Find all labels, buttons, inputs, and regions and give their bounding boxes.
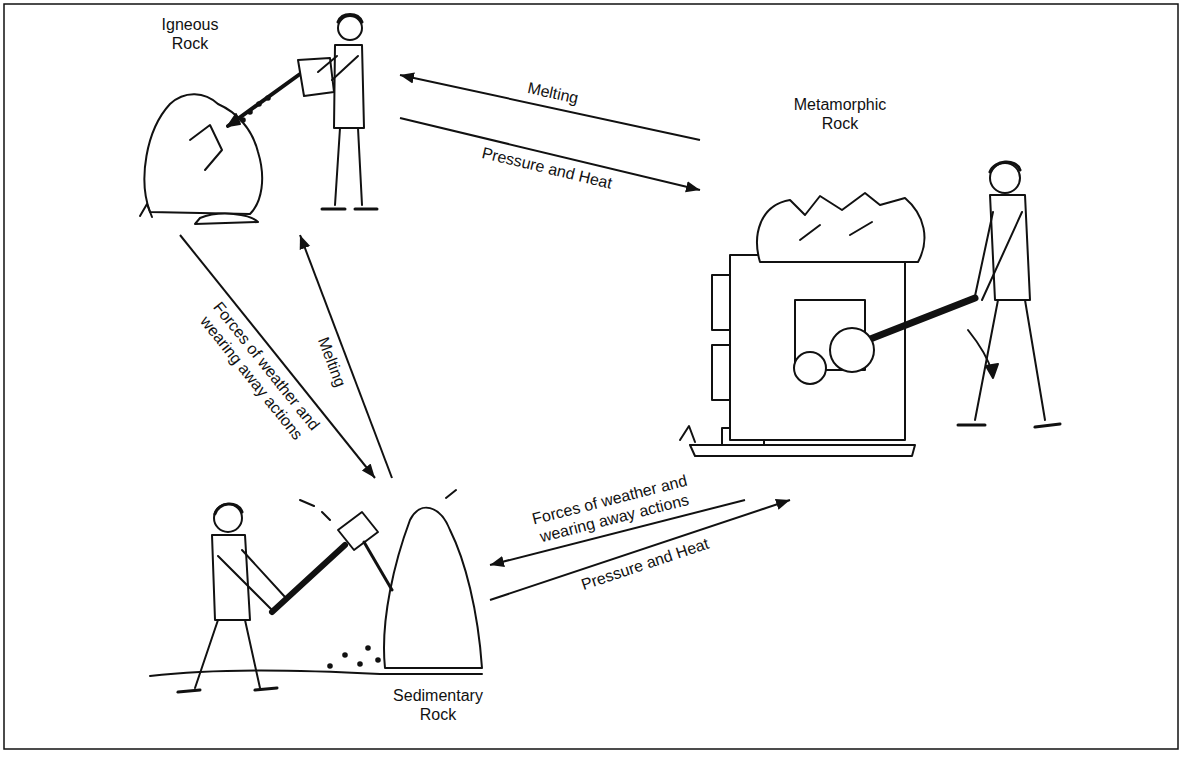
person-leg: [245, 620, 260, 688]
dust: [366, 646, 370, 650]
rock-stage: Sedimentary Rock: [150, 478, 490, 725]
process-arrow: [300, 235, 392, 478]
rock-stage: Metamorphic Rock: [700, 95, 1070, 500]
jackhammer-body: [338, 512, 378, 550]
person-head: [338, 16, 362, 40]
dust: [343, 653, 347, 657]
sedimentary-scene: [150, 490, 482, 692]
person-shirt: [334, 45, 364, 128]
process-arrow: [400, 118, 700, 190]
person-hair: [338, 15, 362, 23]
frame: [4, 4, 1178, 749]
rock-label: Sedimentary Rock: [388, 686, 488, 724]
dust: [328, 664, 332, 668]
press-base: [690, 445, 915, 456]
flying-chips: [300, 490, 456, 520]
person-hair: [215, 504, 242, 514]
arrow-label: Forces of weather and wearing away actio…: [187, 289, 330, 453]
grass: [140, 204, 152, 217]
spark: [241, 118, 245, 122]
person-arm: [982, 212, 1022, 300]
person-leg: [1025, 300, 1045, 420]
person-leg: [358, 128, 362, 205]
person-foot: [178, 690, 200, 692]
person-arm: [318, 56, 337, 72]
sedimentary-rock: [384, 508, 482, 668]
press-body: [730, 255, 905, 440]
person-arm: [218, 556, 272, 610]
process-arrow: [400, 75, 700, 140]
press-wheel: [830, 328, 874, 372]
metamorphic-rock: [757, 193, 924, 262]
rock-texture: [800, 222, 872, 240]
rock-debris: [195, 214, 258, 224]
press-handle: [855, 298, 975, 345]
arrow-label: Pressure and Heat: [480, 143, 614, 193]
dust: [376, 658, 380, 662]
torch-tip: [228, 114, 240, 126]
dust: [358, 662, 362, 666]
rock-crack: [190, 125, 222, 170]
motion-arrow-head: [986, 364, 998, 378]
rock-label: Igneous Rock: [150, 15, 230, 53]
grass: [680, 426, 695, 442]
torch-nozzle: [228, 74, 300, 126]
press-wheel: [794, 352, 826, 384]
person-shirt: [990, 195, 1030, 300]
person-foot: [958, 424, 985, 427]
person-leg: [335, 128, 340, 205]
person-foot: [322, 208, 345, 211]
jackhammer-bit: [364, 542, 392, 590]
jackhammer-handle: [272, 545, 345, 612]
arrow-label: Melting: [314, 334, 350, 389]
rock-label: Metamorphic Rock: [785, 95, 895, 133]
person-head: [214, 504, 242, 532]
person-arm: [332, 56, 358, 80]
person-foot: [355, 208, 377, 211]
person-arm: [242, 550, 285, 597]
person-leg: [195, 620, 218, 688]
rock-stage: Igneous Rock: [140, 15, 400, 235]
person-foot: [1035, 424, 1060, 427]
person-foot: [255, 688, 277, 690]
igneous-scene: [140, 15, 377, 225]
person-hair: [990, 162, 1020, 172]
metamorphic-scene: [680, 162, 1060, 456]
person-shirt: [212, 535, 250, 620]
